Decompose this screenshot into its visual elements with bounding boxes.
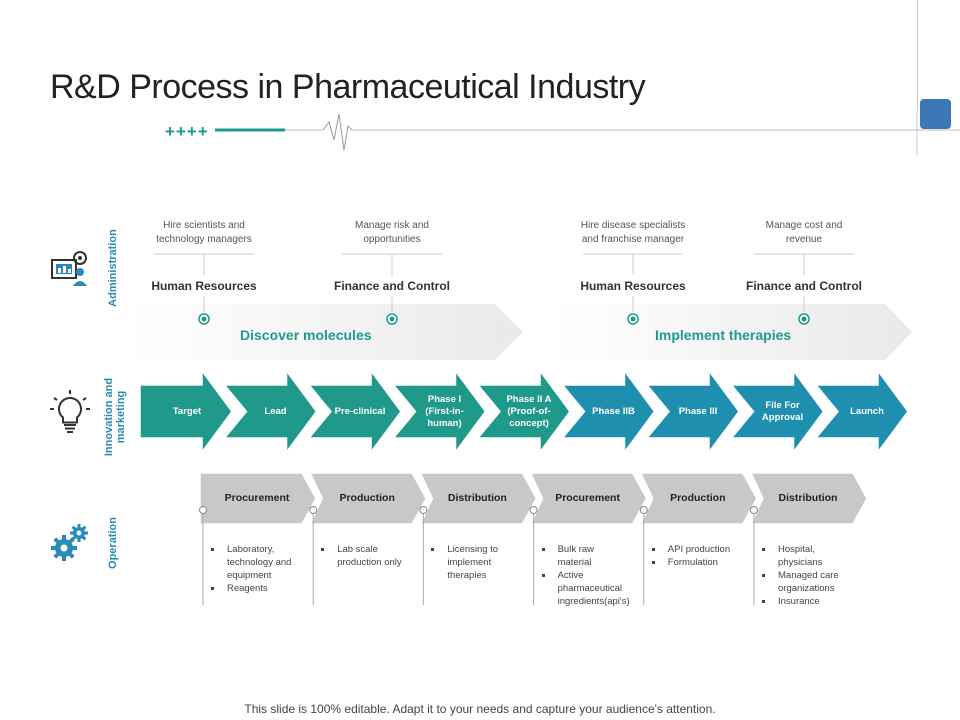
- operation-item: API production: [650, 543, 738, 556]
- operation-item: Lab scale production only: [319, 543, 407, 569]
- stage-arrow: [391, 368, 487, 455]
- operation-item: Managed care organizations: [760, 569, 848, 595]
- operation-node: [529, 506, 538, 514]
- plus-decoration: ++++: [165, 122, 209, 141]
- stage-label: Phase I (First-in-human): [425, 393, 464, 429]
- operation-item: Hospital, physicians: [760, 543, 848, 569]
- operation-items: Licensing to implement therapies: [429, 543, 517, 582]
- operation-node: [199, 506, 207, 514]
- operation-label: Procurement: [555, 492, 620, 504]
- operation-label: Distribution: [447, 492, 507, 504]
- admin-heading-3: Human Resources: [580, 279, 686, 293]
- stage-label: Target: [172, 405, 202, 417]
- footer-note: This slide is 100% editable. Adapt it to…: [244, 702, 716, 716]
- stage-label: Phase IIB: [592, 405, 635, 417]
- operation-item: Reagents: [209, 582, 297, 595]
- band-label-discover: Discover molecules: [240, 327, 372, 343]
- slide-title: R&D Process in Pharmaceutical Industry: [50, 68, 646, 106]
- operation-chevron: [639, 472, 758, 525]
- stage-arrow: [139, 368, 233, 455]
- operation-items: Lab scale production only: [319, 543, 407, 569]
- admin-heading-1: Human Resources: [151, 279, 257, 293]
- stage-arrow: [645, 368, 740, 455]
- operation-label: Production: [339, 492, 395, 504]
- operation-chevron: [309, 472, 428, 525]
- operation-node: [639, 506, 648, 514]
- operation-chevron: [199, 472, 317, 525]
- stage-arrow: [476, 368, 571, 455]
- operation-chevron: [419, 472, 538, 525]
- stage-label: Launch: [850, 405, 884, 417]
- operation-item: Bulk raw material: [540, 543, 628, 569]
- heartbeat-line-decoration: [215, 110, 960, 156]
- operation-node: [750, 506, 758, 514]
- administration-graphics: [130, 253, 912, 360]
- band-implement: [550, 304, 912, 360]
- admin-heading-4: Finance and Control: [745, 279, 862, 293]
- stage-arrow: [222, 368, 318, 455]
- operation-node: [309, 506, 318, 514]
- operation-item: Insurance: [760, 595, 848, 608]
- stage-label: Phase III: [678, 405, 718, 417]
- operation-label: Distribution: [778, 492, 838, 504]
- stage-label: Phase II A (Proof-of-concept): [506, 393, 552, 429]
- operation-chevron: [529, 472, 648, 525]
- gears-icon: [51, 524, 88, 561]
- admin-heading-2: Finance and Control: [333, 279, 450, 293]
- stage-label: Pre-clinical: [334, 405, 386, 417]
- operation-label: Production: [670, 492, 726, 504]
- vertical-divider: [917, 0, 918, 110]
- lightbulb-icon: [50, 390, 90, 433]
- stage-arrow: [560, 368, 656, 455]
- band-label-implement: Implement therapies: [655, 327, 792, 343]
- computer-user-icon: [51, 251, 87, 286]
- operation-item: Licensing to implement therapies: [429, 543, 517, 582]
- accent-square: [920, 99, 951, 129]
- band-discover: [130, 304, 523, 360]
- operation-node: [419, 506, 428, 514]
- stage-label: File For Approval: [761, 399, 804, 423]
- operation-chevron: [749, 472, 868, 525]
- stage-arrow: [307, 368, 402, 455]
- stage-arrows: [139, 368, 909, 455]
- operation-label: Procurement: [224, 492, 290, 504]
- operation-graphics: [199, 472, 868, 605]
- stage-arrow: [814, 368, 909, 455]
- operation-item: Laboratory, technology and equipment: [209, 543, 297, 582]
- stage-arrow: [729, 368, 825, 455]
- operation-item: Formulation: [650, 556, 738, 569]
- operation-item: Active pharmaceutical ingredients(api's): [540, 569, 630, 608]
- stage-label: Lead: [264, 405, 287, 417]
